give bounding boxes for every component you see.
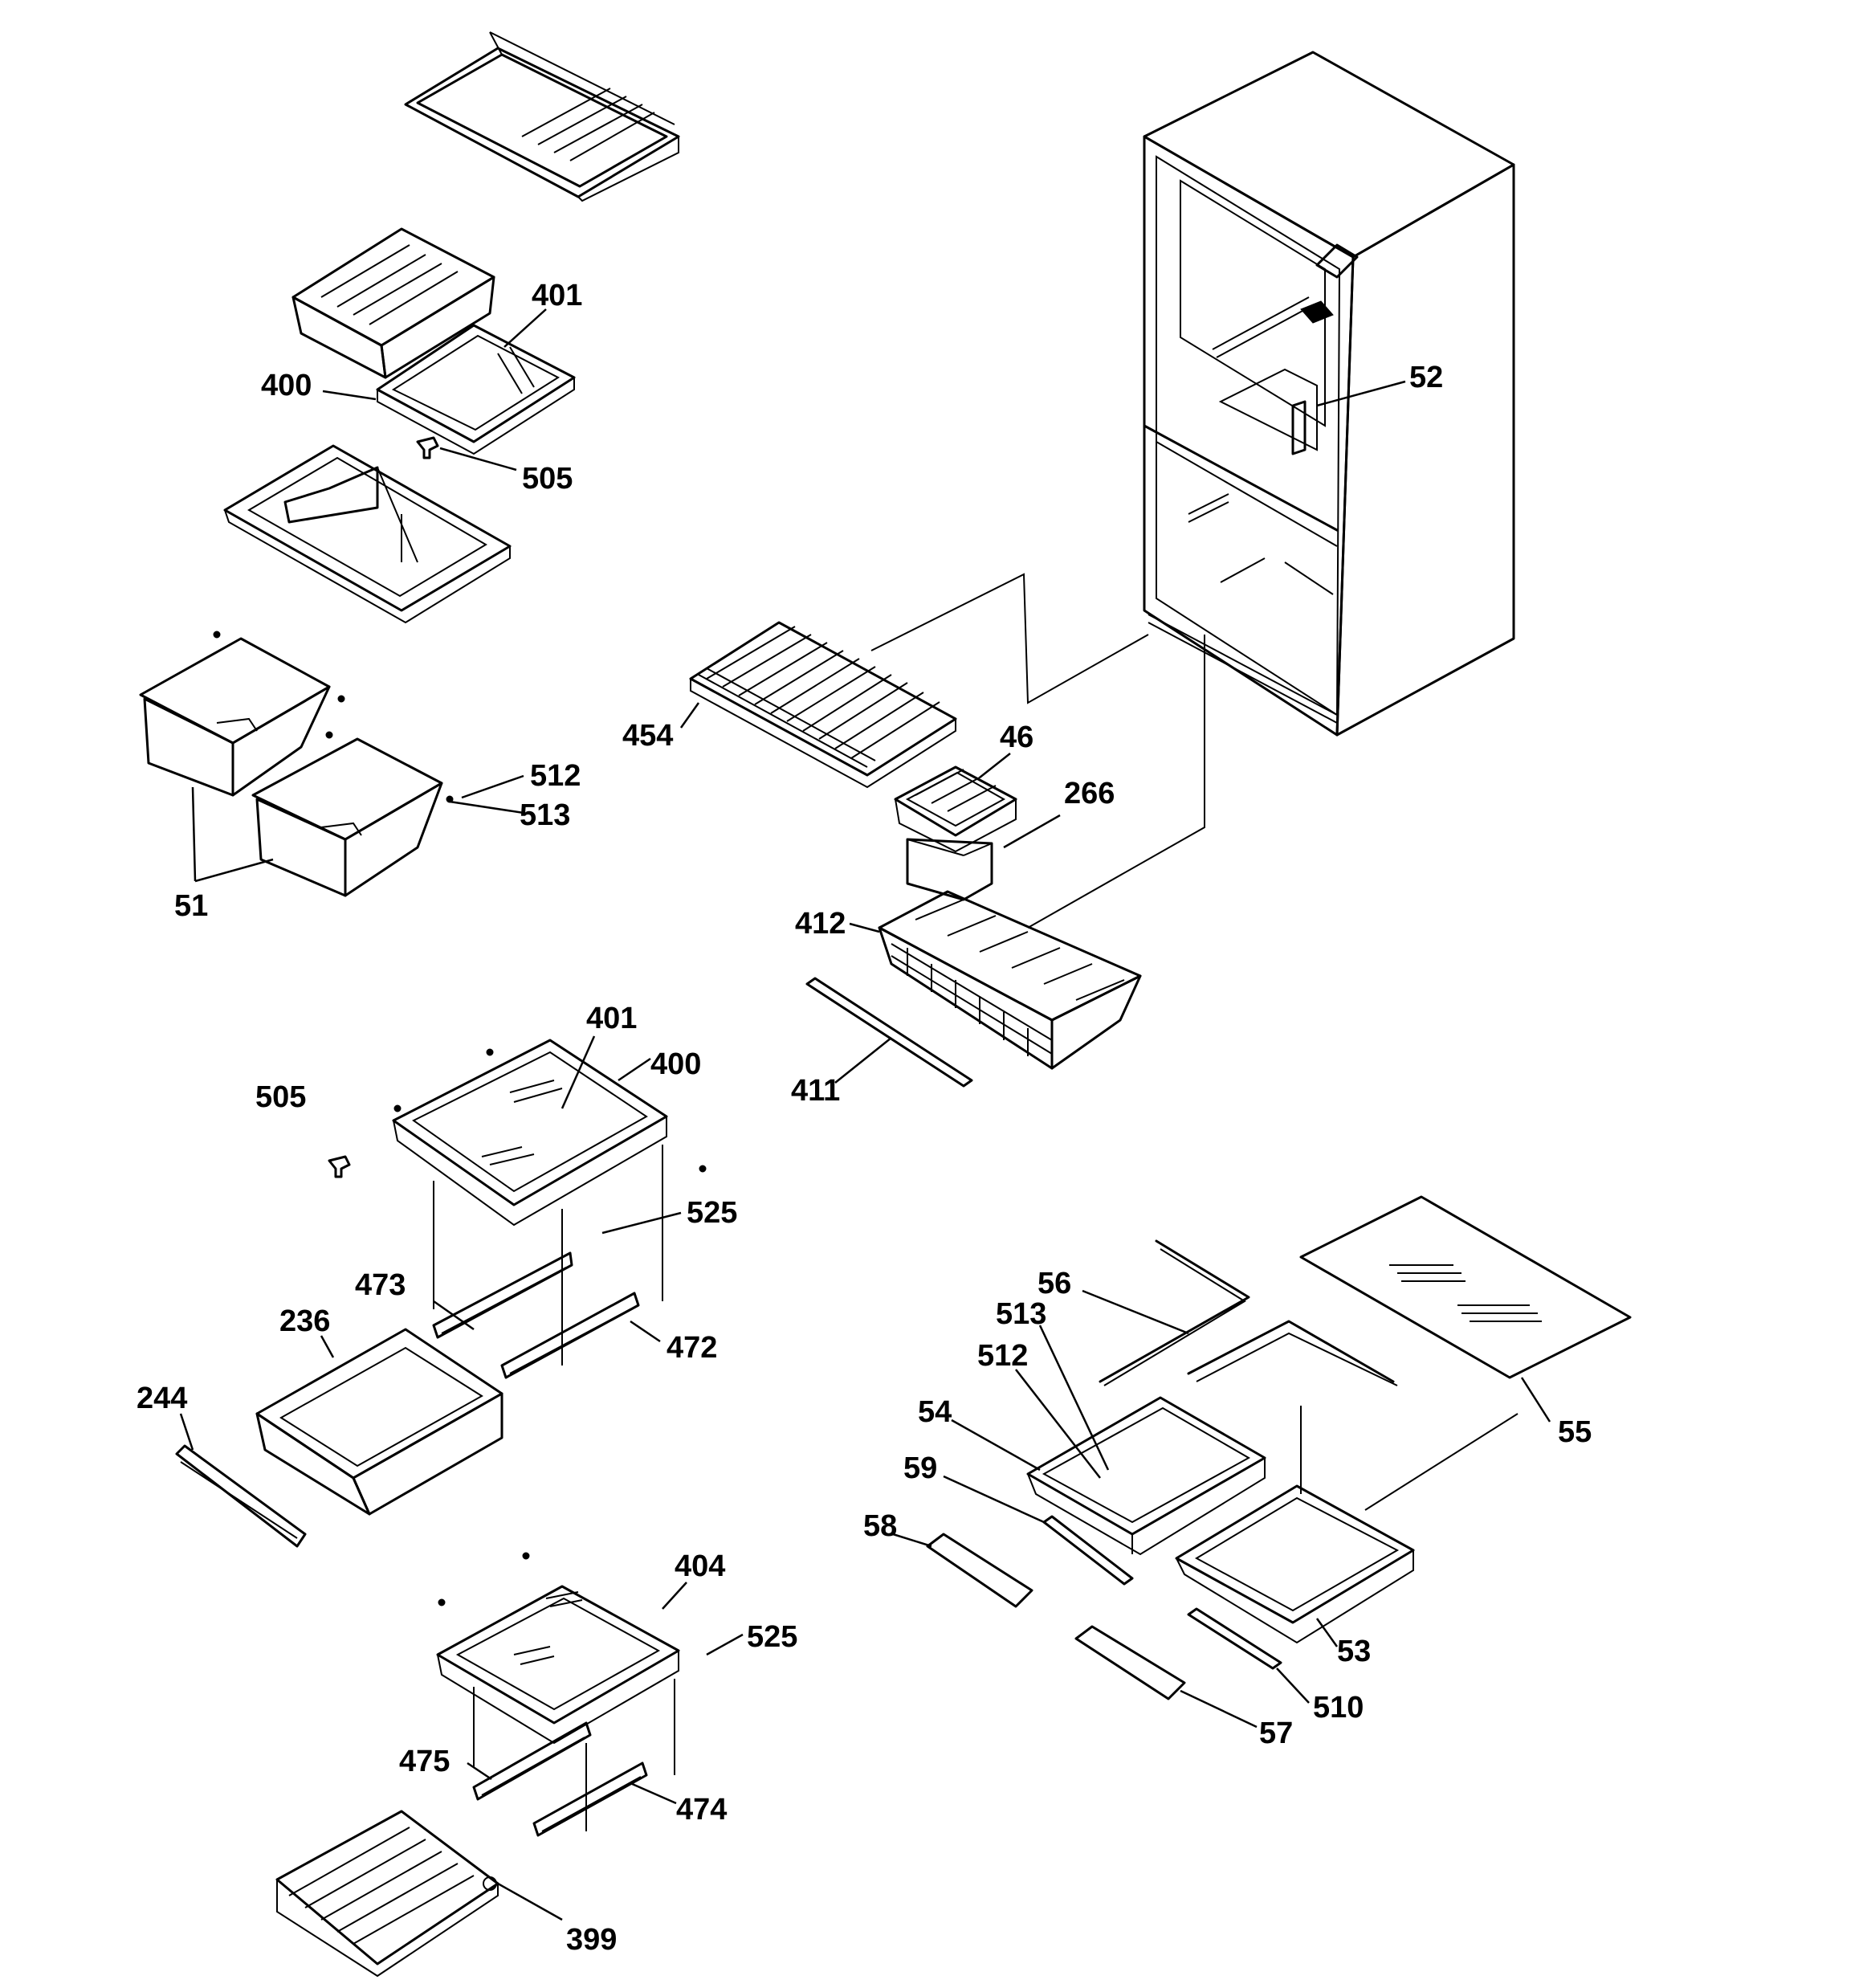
callout-59: 59 — [903, 1451, 937, 1485]
callout-401-upper: 401 — [532, 279, 582, 312]
callout-475: 475 — [399, 1745, 450, 1778]
assembly-guide-lines — [870, 573, 1205, 929]
freezer-basket-rail — [805, 977, 973, 1088]
callout-512-lower: 512 — [977, 1339, 1028, 1373]
refrigerator-cabinet — [1143, 51, 1515, 737]
shelf-slide-472 — [500, 1292, 640, 1379]
callout-244: 244 — [137, 1382, 187, 1415]
crisper-cover-frame — [223, 444, 512, 624]
callout-52: 52 — [1409, 361, 1443, 394]
callout-525-lower: 525 — [747, 1620, 797, 1654]
door-shelf-399 — [275, 1810, 499, 1978]
ice-tray — [894, 765, 1017, 853]
callout-510: 510 — [1313, 1691, 1364, 1725]
glass-shelf-404 — [436, 1552, 680, 1831]
shelf-tray-53 — [1175, 1406, 1519, 1644]
upper-glass-shelf-assembly — [376, 324, 576, 455]
callout-54: 54 — [918, 1395, 952, 1429]
callout-404: 404 — [675, 1549, 725, 1583]
shelf-trim-57 — [1074, 1625, 1186, 1700]
callout-401-lower: 401 — [586, 1002, 637, 1035]
lower-glass-shelf-assembly — [392, 1039, 707, 1365]
callout-473: 473 — [355, 1268, 406, 1302]
freezer-wire-shelf — [689, 621, 957, 789]
shelf-slide-475 — [472, 1721, 592, 1801]
shelf-tray-54 — [1026, 1396, 1266, 1556]
callout-labels: 401 400 505 52 454 46 266 412 411 512 51… — [137, 279, 1592, 1957]
callout-leaders — [179, 308, 1551, 1921]
callout-400-lower: 400 — [650, 1047, 701, 1081]
clip-505-upper — [416, 436, 439, 459]
callout-57: 57 — [1259, 1717, 1293, 1750]
crisper-drawer-right — [251, 731, 454, 897]
callout-454: 454 — [622, 719, 673, 753]
shelf-glass-55 — [1299, 1195, 1632, 1379]
callout-513-upper: 513 — [520, 798, 570, 832]
callout-236: 236 — [279, 1304, 330, 1338]
callout-58: 58 — [863, 1509, 897, 1543]
top-door-shelf-assembly — [404, 31, 680, 202]
shelf-rail-59 — [1042, 1515, 1134, 1586]
callout-525-upper: 525 — [687, 1196, 737, 1230]
clip-505-lower — [328, 1155, 351, 1178]
callout-399: 399 — [566, 1923, 617, 1957]
callout-512-upper: 512 — [530, 759, 581, 793]
drawer-236 — [255, 1328, 503, 1516]
callout-412: 412 — [795, 907, 846, 941]
callout-505-upper: 505 — [522, 462, 573, 496]
shelf-frame-56 — [1099, 1239, 1398, 1386]
callout-56: 56 — [1037, 1267, 1071, 1300]
freezer-basket — [878, 890, 1142, 1070]
callout-411: 411 — [791, 1074, 840, 1108]
callout-51: 51 — [174, 889, 208, 923]
callout-400-upper: 400 — [261, 369, 312, 402]
callout-266: 266 — [1064, 777, 1115, 810]
crisper-drawer-left — [139, 631, 345, 797]
callout-53: 53 — [1337, 1635, 1371, 1668]
shelf-rail-510 — [1187, 1607, 1282, 1670]
drawer-trim-244 — [175, 1444, 307, 1548]
shelf-slide-474 — [532, 1761, 648, 1837]
callout-472: 472 — [667, 1331, 717, 1365]
callout-474: 474 — [676, 1793, 727, 1827]
upper-deli-drawer — [291, 227, 495, 379]
callout-46: 46 — [1000, 720, 1033, 754]
callout-505-lower: 505 — [255, 1080, 306, 1114]
callout-513-lower: 513 — [996, 1297, 1046, 1331]
shelf-slide-473 — [432, 1251, 573, 1339]
ice-bin — [906, 838, 993, 901]
callout-55: 55 — [1558, 1415, 1592, 1449]
shelf-trim-58 — [926, 1533, 1033, 1608]
